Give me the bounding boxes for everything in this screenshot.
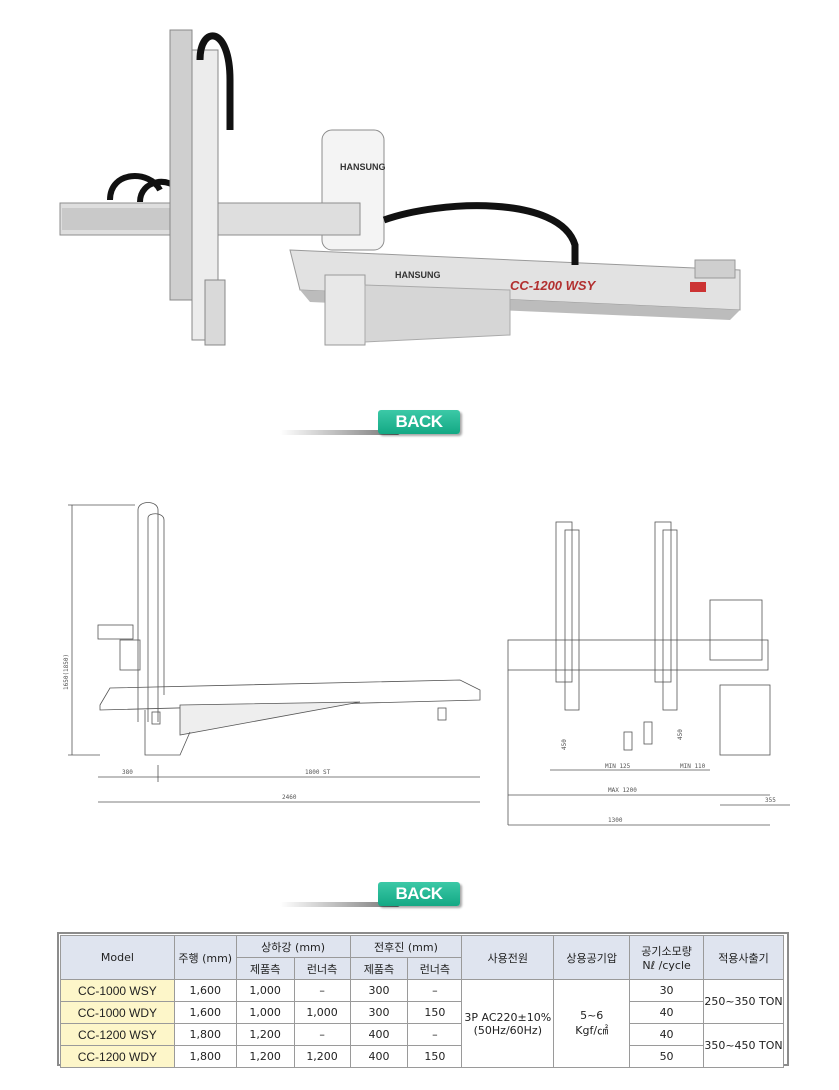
cell-consumption: 40 [629, 1023, 704, 1046]
air-line1: 5~6 [580, 1009, 604, 1022]
back-button-shadow [280, 902, 400, 907]
header-consumption-unit: Nℓ /cycle [642, 959, 691, 972]
cell-f-product: 300 [349, 979, 409, 1002]
header-f-product: 제품측 [349, 957, 409, 980]
dim-380: 380 [122, 769, 133, 776]
cell-travel: 1,600 [173, 1001, 237, 1024]
cell-f-runner: – [407, 1023, 463, 1046]
warning-sticker [690, 282, 706, 292]
cell-v-runner: 1,200 [293, 1045, 351, 1068]
cell-f-runner: – [407, 979, 463, 1002]
back-button-label: BACK [378, 882, 460, 906]
cell-model: CC-1200 WDY [60, 1045, 175, 1068]
cell-travel: 1,800 [173, 1045, 237, 1068]
header-power: 사용전원 [461, 935, 555, 980]
cell-power: 3P AC220±10% (50Hz/60Hz) [461, 979, 555, 1068]
dim-1300: 1300 [608, 817, 623, 824]
cell-model: CC-1000 WDY [60, 1001, 175, 1024]
header-v-runner: 런너측 [293, 957, 351, 980]
dim-450-b: 450 [677, 729, 684, 740]
dim-max1200: MAX 1200 [608, 787, 637, 794]
cell-f-product: 300 [349, 1001, 409, 1024]
table-row: CC-1000 WDY 1,600 1,000 1,000 300 150 40 [60, 1001, 784, 1024]
back-button-top[interactable]: BACK [280, 410, 460, 436]
robot-photo: HANSUNG HANSUNG CC-1200 WSY [59, 29, 741, 346]
dim-2460: 2460 [282, 794, 297, 801]
cell-v-runner: – [293, 979, 351, 1002]
air-line2: Kgf/㎠ [575, 1024, 609, 1037]
cell-consumption: 50 [629, 1045, 704, 1068]
header-travel: 주행 (mm) [173, 935, 237, 980]
cell-travel: 1,800 [173, 1023, 237, 1046]
cell-f-runner: 150 [407, 1001, 463, 1024]
power-line2: (50Hz/60Hz) [473, 1023, 542, 1037]
table-row: CC-1000 WSY 1,600 1,000 – 300 – 3P AC220… [60, 979, 784, 1068]
brand-label-housing: HANSUNG [340, 162, 386, 172]
cell-model: CC-1200 WSY [60, 1023, 175, 1046]
brand-label-rail: HANSUNG [395, 270, 441, 280]
header-forward: 전후진 (mm) [349, 935, 463, 958]
cell-v-product: 1,200 [235, 1045, 295, 1068]
cell-v-runner: – [293, 1023, 351, 1046]
cell-model: CC-1000 WSY [60, 979, 175, 1002]
cell-consumption: 40 [629, 1001, 704, 1024]
header-v-product: 제품측 [235, 957, 295, 980]
back-button-label: BACK [378, 410, 460, 434]
dim-min125: MIN 125 [605, 763, 631, 770]
cell-air: 5~6 Kgf/㎠ [553, 979, 631, 1068]
power-line1: 3P AC220±10% [464, 1010, 552, 1024]
dim-height: 1650(1850) [63, 654, 70, 690]
model-label: CC-1200 WSY [510, 278, 597, 293]
spec-table: Model 주행 (mm) 상하강 (mm) 전후진 (mm) 사용전원 상용공… [60, 935, 784, 1068]
cell-v-runner: 1,000 [293, 1001, 351, 1024]
dim-355: 355 [765, 797, 776, 804]
header-machine: 적용사출기 [703, 935, 784, 980]
dim-450-a: 450 [561, 739, 568, 750]
cell-v-product: 1,000 [235, 979, 295, 1002]
cell-machine: 350~450 TON [703, 1023, 784, 1068]
cell-f-product: 400 [349, 1045, 409, 1068]
cell-f-runner: 150 [407, 1045, 463, 1068]
dim-1800: 1800 ST [305, 769, 331, 776]
cell-v-product: 1,000 [235, 1001, 295, 1024]
cell-consumption: 30 [629, 979, 704, 1002]
technical-drawing: 1650(1850) 380 1800 ST 2460 450 450 MIN … [63, 502, 790, 826]
header-model: Model [60, 935, 175, 980]
cell-machine: 250~350 TON [703, 979, 784, 1024]
table-row: CC-1200 WDY 1,800 1,200 1,200 400 150 50 [60, 1045, 784, 1068]
cell-f-product: 400 [349, 1023, 409, 1046]
table-row: CC-1200 WSY 1,800 1,200 – 400 – 40 350~4… [60, 1023, 784, 1068]
cell-v-product: 1,200 [235, 1023, 295, 1046]
header-vertical: 상하강 (mm) [235, 935, 351, 958]
header-consumption-title: 공기소모량 [641, 945, 692, 958]
header-consumption: 공기소모량 Nℓ /cycle [629, 935, 704, 980]
header-f-runner: 런너측 [407, 957, 463, 980]
dim-min110: MIN 110 [680, 763, 706, 770]
back-button-bottom[interactable]: BACK [280, 882, 460, 908]
cell-travel: 1,600 [173, 979, 237, 1002]
back-button-shadow [280, 430, 400, 435]
header-air: 상용공기압 [553, 935, 631, 980]
